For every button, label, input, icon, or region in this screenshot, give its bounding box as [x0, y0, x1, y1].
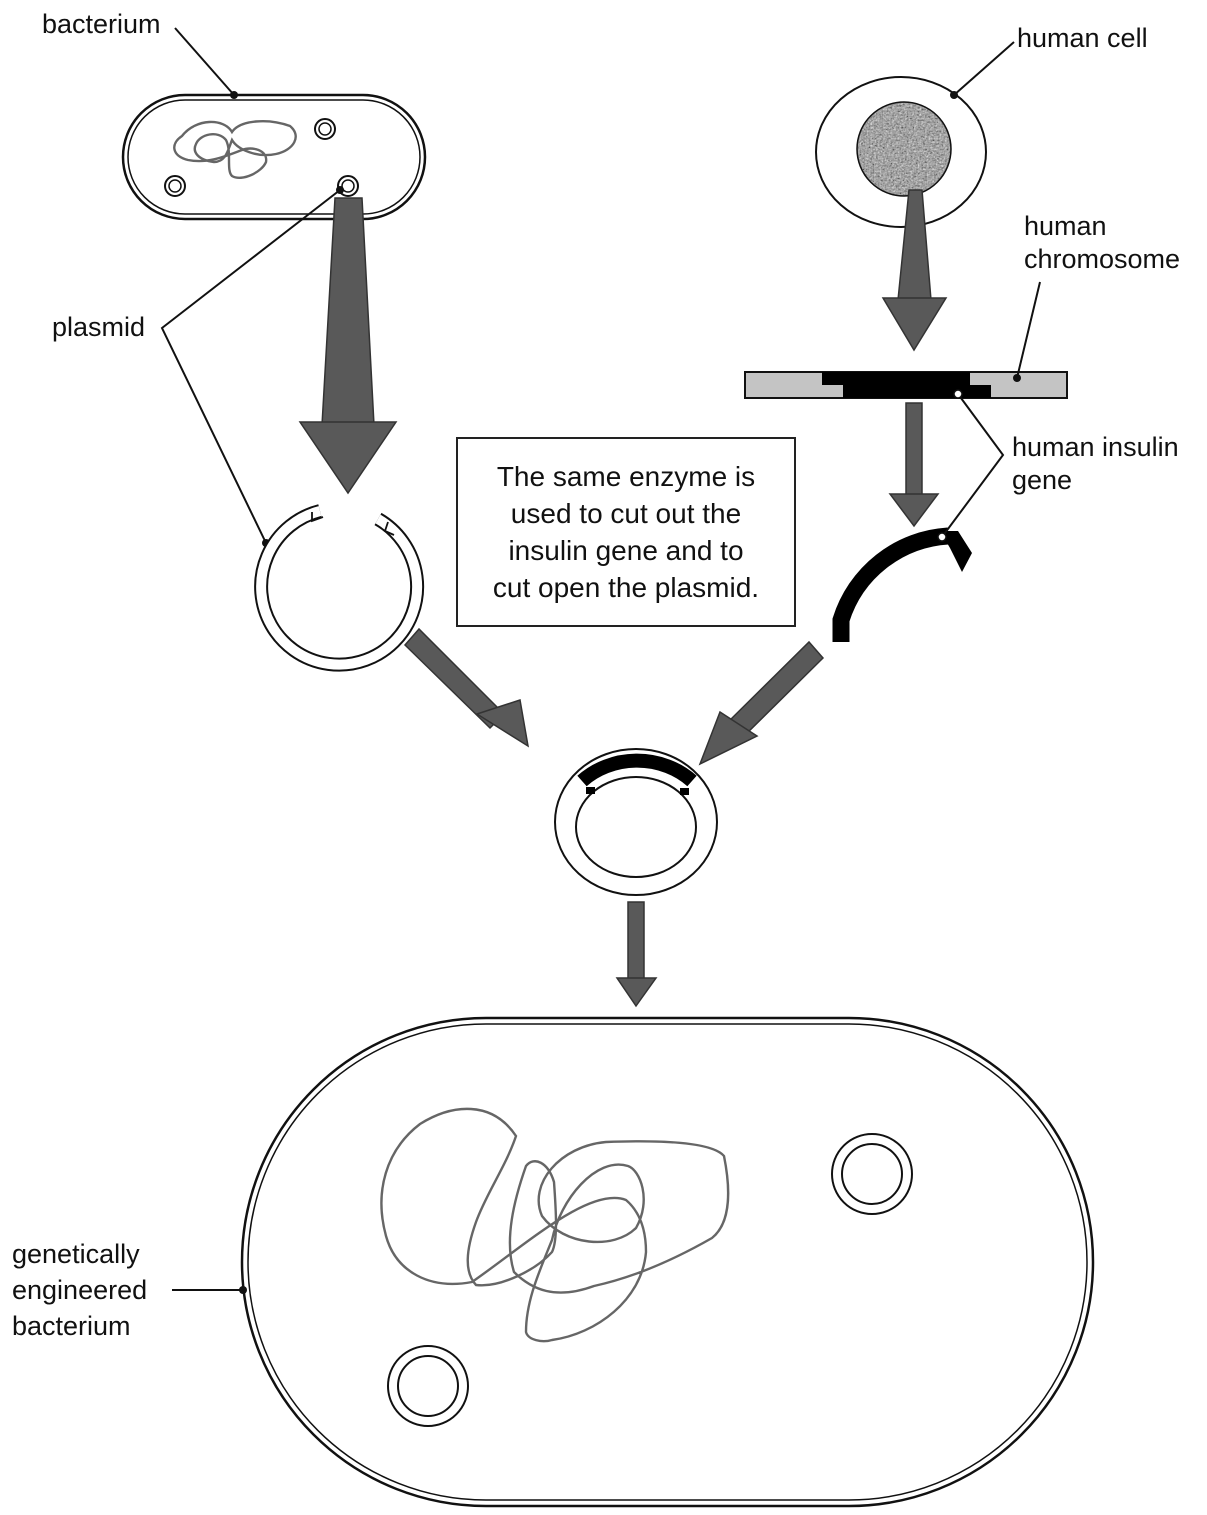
- engineered-bacterium-label-line-1: genetically: [12, 1236, 147, 1272]
- human-cell-leader-dot: [950, 91, 958, 99]
- engineered-bacterium-label-line-3: bacterium: [12, 1308, 147, 1344]
- arrow-plasmid-to-recombinant: [405, 629, 528, 746]
- insulin-gene-leader-line: [942, 394, 1003, 537]
- arrow-bacterium-to-plasmid: [300, 198, 396, 493]
- enzyme-note-box: The same enzyme is used to cut out the i…: [456, 437, 796, 627]
- chromosome-leader-dot: [1013, 374, 1021, 382]
- human-cell-leader-line: [954, 42, 1014, 95]
- human-insulin-gene-label-line-2: gene: [1012, 464, 1179, 497]
- arrow-chromosome-to-gene: [890, 403, 938, 526]
- human-chromosome-label: human chromosome: [1024, 210, 1180, 276]
- human-insulin-gene-label-line-1: human insulin: [1012, 431, 1179, 464]
- chromosome-leader-line: [1017, 282, 1040, 378]
- plasmid-label: plasmid: [52, 311, 145, 344]
- opened-plasmid: [261, 511, 417, 665]
- engineered-plasmid-1: [832, 1134, 912, 1214]
- engineered-bacterium-leader-dot: [239, 1286, 247, 1294]
- human-insulin-gene-label: human insulin gene: [1012, 431, 1179, 497]
- insulin-gene-leader-dot-bottom: [938, 533, 946, 541]
- enzyme-note-line-2: used to cut out the: [511, 495, 741, 532]
- bacterium: [123, 95, 425, 219]
- engineered-bacterium-label: genetically engineered bacterium: [12, 1236, 147, 1344]
- bacterium-label: bacterium: [42, 8, 161, 41]
- recombinant-plasmid: [555, 749, 717, 895]
- bacterium-leader-line: [175, 28, 234, 95]
- engineered-plasmid-2: [388, 1346, 468, 1426]
- human-cell-label-text: human cell: [1017, 22, 1148, 55]
- arrow-gene-to-recombinant: [700, 642, 823, 764]
- bacterium-leader-dot: [230, 91, 238, 99]
- human-cell-label: human cell: [1017, 22, 1148, 55]
- enzyme-note-line-1: The same enzyme is: [497, 458, 755, 495]
- insulin-gene-leader-dot-top: [954, 390, 962, 398]
- human-chromosome-label-line-1: human: [1024, 210, 1180, 243]
- arrow-recombinant-to-bacterium: [617, 902, 656, 1006]
- enzyme-note-line-3: insulin gene and to: [508, 532, 743, 569]
- bacterium-label-text: bacterium: [42, 8, 161, 41]
- human-cell: [816, 77, 986, 227]
- plasmid-label-text: plasmid: [52, 311, 145, 344]
- plasmid-leader-line: [162, 190, 340, 543]
- engineered-bacterium-label-line-2: engineered: [12, 1272, 147, 1308]
- plasmid-leader-dot-top: [336, 186, 344, 194]
- human-chromosome-label-line-2: chromosome: [1024, 243, 1180, 276]
- enzyme-note-line-4: cut open the plasmid.: [493, 569, 759, 606]
- insulin-gene-fragment: [841, 531, 972, 642]
